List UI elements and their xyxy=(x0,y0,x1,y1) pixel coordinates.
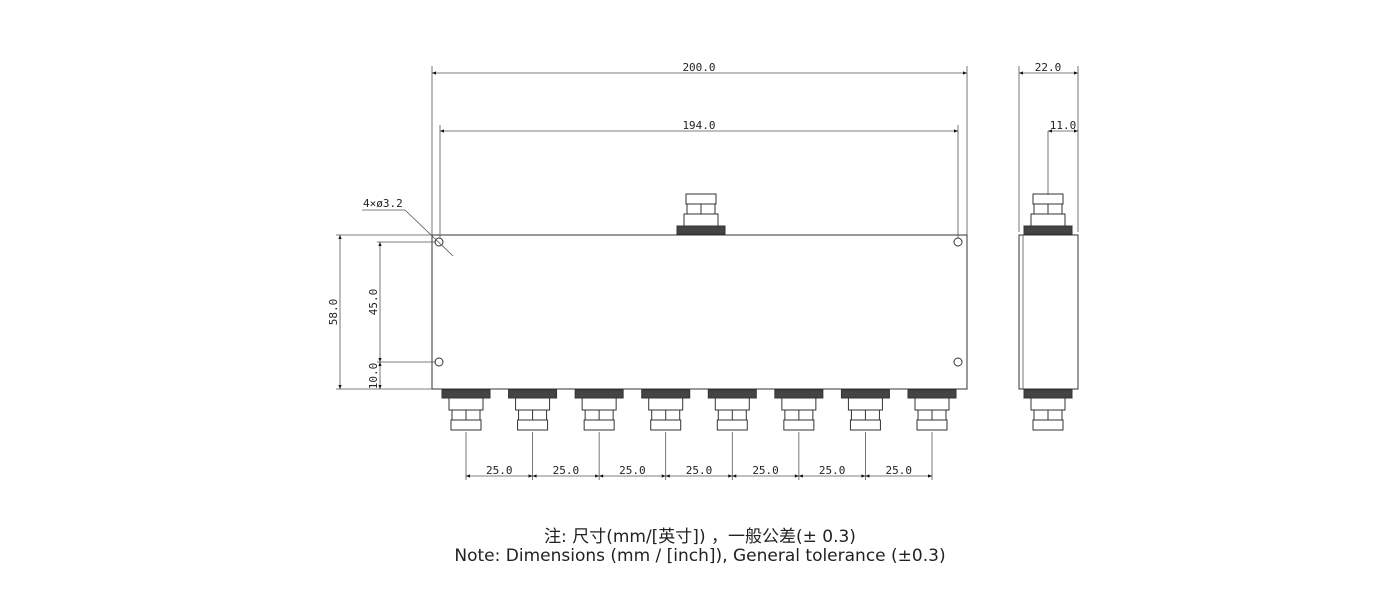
dimension-label: 45.0 xyxy=(367,289,380,316)
output-connector xyxy=(840,389,890,431)
dimension-connector-offset: 11.0 xyxy=(1047,119,1078,195)
mounting-hole xyxy=(434,357,444,367)
output-connector xyxy=(774,389,824,431)
output-connector xyxy=(907,389,957,431)
dimension-label: 25.0 xyxy=(553,464,580,477)
dimension-label: 25.0 xyxy=(486,464,513,477)
dimension-hole-vertical: 45.0 10.0 xyxy=(367,241,436,390)
side-body xyxy=(1018,234,1079,390)
output-connector xyxy=(1023,389,1073,431)
note-english: Note: Dimensions (mm / [inch]), General … xyxy=(454,546,946,566)
dimension-label: 25.0 xyxy=(885,464,912,477)
dimension-label: 25.0 xyxy=(819,464,846,477)
dimension-label: 22.0 xyxy=(1035,61,1062,74)
hole-callout: 4×ø3.2 xyxy=(362,197,454,257)
dimension-label: 11.0 xyxy=(1050,119,1077,132)
mounting-holes xyxy=(434,237,963,367)
dimension-height: 58.0 xyxy=(327,234,432,390)
splitter-body xyxy=(431,234,968,390)
dimension-label: 25.0 xyxy=(752,464,779,477)
input-connector xyxy=(1023,193,1073,235)
output-connector xyxy=(508,389,558,431)
dimension-depth: 22.0 xyxy=(1018,61,1079,232)
dimension-label: 25.0 xyxy=(619,464,646,477)
mounting-hole xyxy=(953,237,963,247)
dimension-label: 200.0 xyxy=(682,61,715,74)
mounting-hole xyxy=(953,357,963,367)
dimension-label: 4×ø3.2 xyxy=(363,197,403,210)
dimension-port-pitch: 25.0 25.0 25.0 25.0 25.0 25.0 25.0 xyxy=(465,432,933,480)
note-chinese: 注: 尺寸(mm/[英寸]) ，一般公差(± 0.3) xyxy=(544,527,856,547)
output-connector xyxy=(707,389,757,431)
connectors xyxy=(1023,193,1073,431)
output-connector xyxy=(641,389,691,431)
output-connector xyxy=(574,389,624,431)
output-connector xyxy=(441,389,491,431)
side-view: 22.0 11.0 xyxy=(1018,61,1079,431)
input-connector xyxy=(676,193,726,235)
connectors xyxy=(441,193,957,431)
dimension-label: 194.0 xyxy=(682,119,715,132)
dimension-hole-spacing: 194.0 xyxy=(439,119,959,238)
dimension-label: 58.0 xyxy=(327,299,340,326)
front-view: 200.0 194.0 4×ø3.2 58.0 45.0 10 xyxy=(327,61,968,480)
dimension-label: 10.0 xyxy=(367,363,380,390)
dimension-overall-length: 200.0 xyxy=(431,61,968,235)
dimension-label: 25.0 xyxy=(686,464,713,477)
